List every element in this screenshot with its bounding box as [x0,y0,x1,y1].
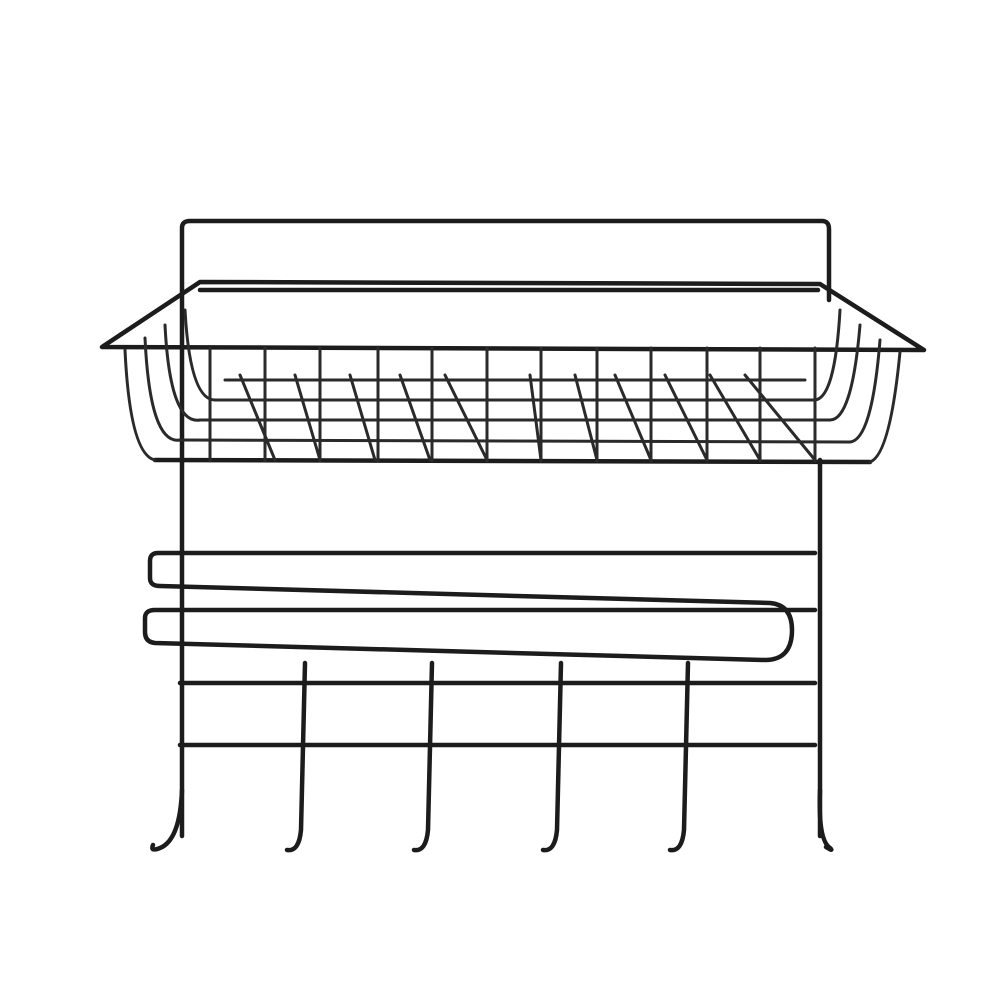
hooks [284,660,691,853]
basket-front-wires [208,346,817,463]
basket-front-bottom [152,457,873,465]
floor-wire [443,373,489,462]
back-frame [150,218,834,852]
right-hook-end [817,787,834,852]
floor-wire [238,373,277,462]
floor-wire [613,373,653,462]
floor-wire [293,373,322,462]
basket [99,279,927,465]
floor-wire [708,373,762,462]
left-hook-end [150,787,185,852]
hook [540,660,564,853]
floor-wire [663,373,709,462]
hook [284,660,308,853]
floor-wire [528,373,543,462]
paper-towel-holder [142,550,818,663]
floor-wire [573,373,599,462]
floor-wire [348,373,377,462]
hook [411,660,435,853]
hook-bars [177,660,818,853]
hook [667,660,691,853]
floor-wire [743,373,817,462]
floor-wire [398,373,432,462]
basket-floor-wires [238,373,817,462]
